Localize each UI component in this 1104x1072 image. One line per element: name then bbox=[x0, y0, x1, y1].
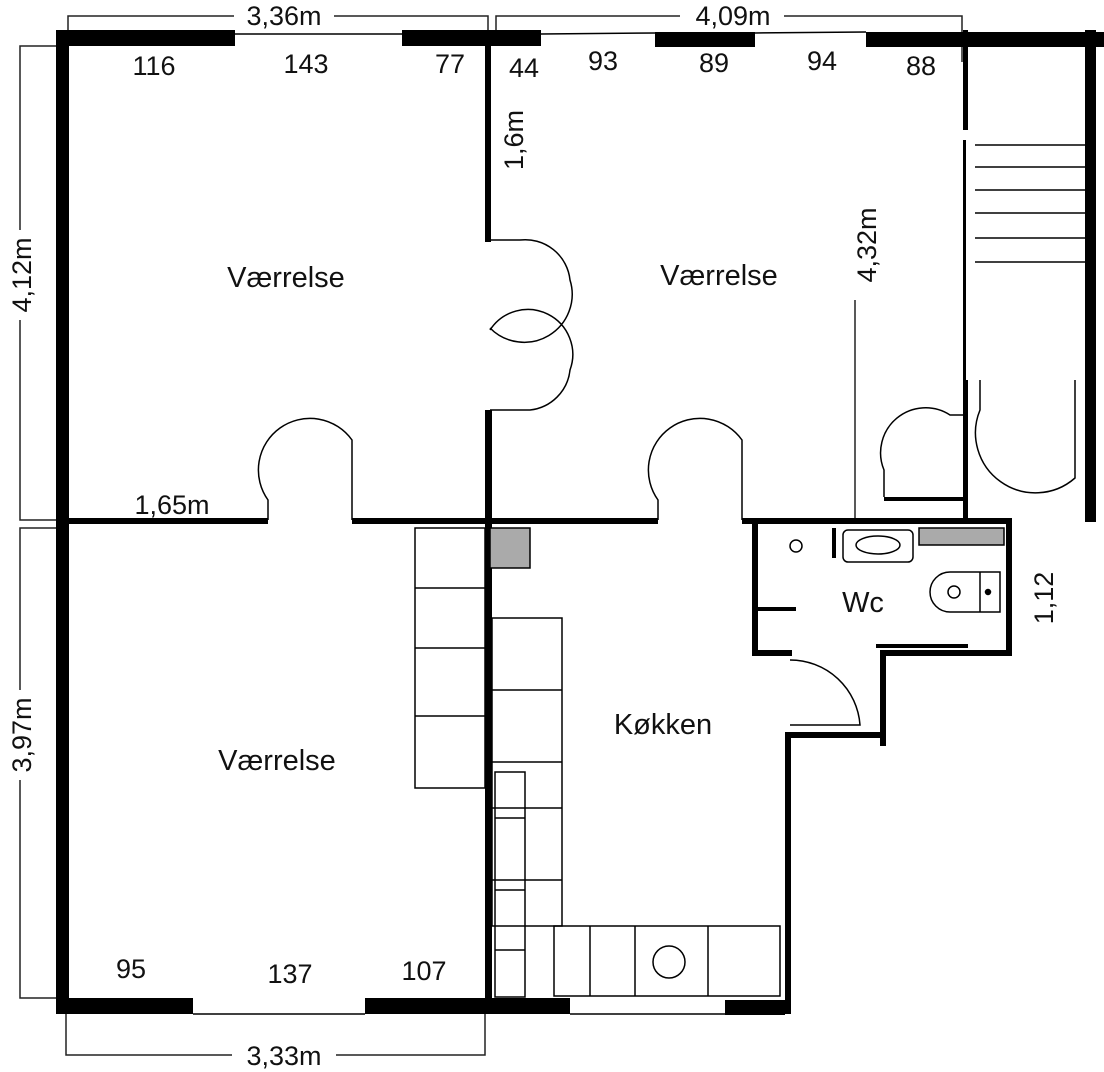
window-measurements: 116 143 77 44 93 89 94 88 95 137 107 bbox=[116, 46, 936, 989]
room-label-top-left: Værrelse bbox=[227, 262, 345, 294]
room-label-top-right: Værrelse bbox=[660, 260, 778, 292]
doors bbox=[257, 238, 1076, 726]
wc-drain bbox=[789, 539, 803, 553]
kitchen-counter bbox=[491, 617, 563, 927]
measure-bottom: 107 bbox=[401, 956, 446, 986]
dim-top-left: 3,36m bbox=[246, 1, 321, 31]
dimension-labels: 3,36m 4,09m 4,12m 3,97m 3,33m 1,6m 1,65m… bbox=[6, 1, 1059, 1071]
dim-bottom: 3,33m bbox=[246, 1041, 321, 1071]
bottom-counter bbox=[553, 925, 781, 997]
measure-top: 94 bbox=[807, 46, 837, 76]
windows bbox=[193, 31, 867, 1015]
furniture bbox=[414, 527, 1005, 998]
measure-bottom: 137 bbox=[267, 959, 312, 989]
measure-bottom: 95 bbox=[116, 954, 146, 984]
dim-inner-wall: 1,6m bbox=[499, 110, 529, 170]
dim-door-offset: 1,65m bbox=[134, 490, 209, 520]
measure-top: 143 bbox=[283, 49, 328, 79]
toilet bbox=[929, 571, 1001, 613]
walls bbox=[56, 30, 1104, 1015]
dim-top-right: 4,09m bbox=[695, 1, 770, 31]
measure-top: 116 bbox=[132, 51, 175, 81]
shelf bbox=[918, 527, 1005, 546]
measure-top: 77 bbox=[435, 49, 465, 79]
room-labels: Værrelse Værrelse Værrelse Køkken Wc bbox=[218, 260, 884, 777]
chimney bbox=[489, 527, 531, 569]
bathtub bbox=[842, 529, 914, 563]
measure-top: 44 bbox=[509, 53, 539, 83]
dim-left-top: 4,12m bbox=[7, 237, 37, 312]
wardrobe bbox=[414, 527, 486, 789]
dim-right-room: 4,32m bbox=[852, 207, 882, 282]
sink bbox=[652, 945, 686, 979]
dim-wc: 1,12 bbox=[1029, 572, 1059, 625]
measure-top: 89 bbox=[699, 48, 729, 78]
room-label-wc: Wc bbox=[842, 587, 884, 619]
room-label-bottom-left: Værrelse bbox=[218, 745, 336, 777]
dim-left-bottom: 3,97m bbox=[7, 697, 37, 772]
measure-top: 88 bbox=[906, 51, 936, 81]
room-label-kitchen: Køkken bbox=[614, 709, 712, 741]
stairs bbox=[975, 144, 1090, 263]
measure-top: 93 bbox=[588, 46, 618, 76]
